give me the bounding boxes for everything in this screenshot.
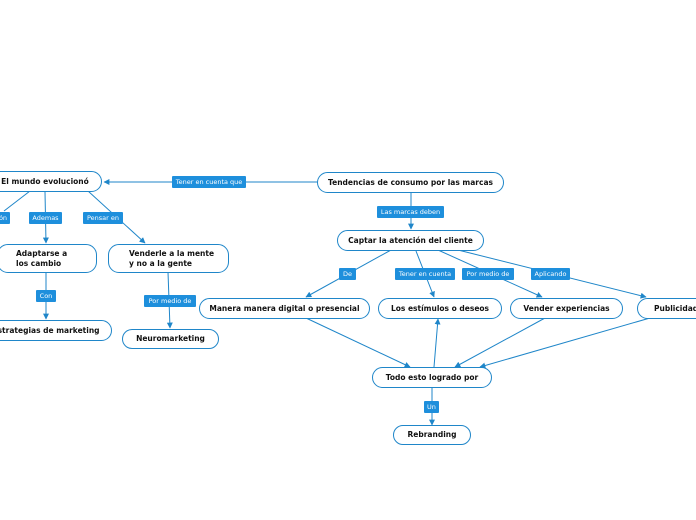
node-captar-atencion[interactable]: Captar la atención del cliente	[337, 230, 484, 251]
node-estrategias-marketing[interactable]: Estrategias de marketing	[0, 320, 112, 341]
label-de: De	[339, 268, 356, 280]
node-estimulos-deseos[interactable]: Los estímulos o deseos	[378, 298, 502, 319]
label-aplicando: Aplicando	[531, 268, 570, 280]
label-un: Un	[424, 401, 439, 413]
label-tener-en-cuenta-que: Tener en cuenta que	[172, 176, 246, 188]
node-publicidad[interactable]: Publicidad	[637, 298, 696, 319]
label-tener-en-cuenta: Tener en cuenta	[395, 268, 455, 280]
label-con: Con	[36, 290, 56, 302]
node-adaptarse[interactable]: Adaptarse a los cambio	[0, 244, 97, 273]
node-rebranding[interactable]: Rebranding	[393, 425, 471, 445]
label-por-medio-de-experiencias: Por medio de	[462, 268, 514, 280]
edge-experiencias-to-logrado	[454, 317, 546, 368]
label-las-marcas-deben: Las marcas deben	[377, 206, 444, 218]
edge-publicidad-to-logrado	[479, 317, 651, 369]
label-partial: ón	[0, 212, 10, 224]
node-tendencias-consumo[interactable]: Tendencias de consumo por las marcas	[317, 172, 504, 193]
edge-manera-to-logrado	[305, 317, 411, 368]
node-manera-digital[interactable]: Manera manera digital o presencial	[199, 298, 370, 319]
node-mundo-evoluciono[interactable]: El mundo evolucionó	[0, 171, 102, 192]
node-todo-logrado[interactable]: Todo esto logrado por	[372, 367, 492, 388]
edge-logrado-to-estimulos	[433, 318, 441, 368]
edge-mundo-to-partial	[3, 190, 31, 212]
node-vender-experiencias[interactable]: Vender experiencias	[510, 298, 623, 319]
label-por-medio-de-neuro: Por medio de	[144, 295, 196, 307]
node-neuromarketing[interactable]: Neuromarketing	[122, 329, 219, 349]
label-pensar-en: Pensar en	[83, 212, 123, 224]
node-venderle-mente[interactable]: Venderle a la mente y no a la gente	[108, 244, 229, 273]
label-ademas: Ademas	[29, 212, 62, 224]
